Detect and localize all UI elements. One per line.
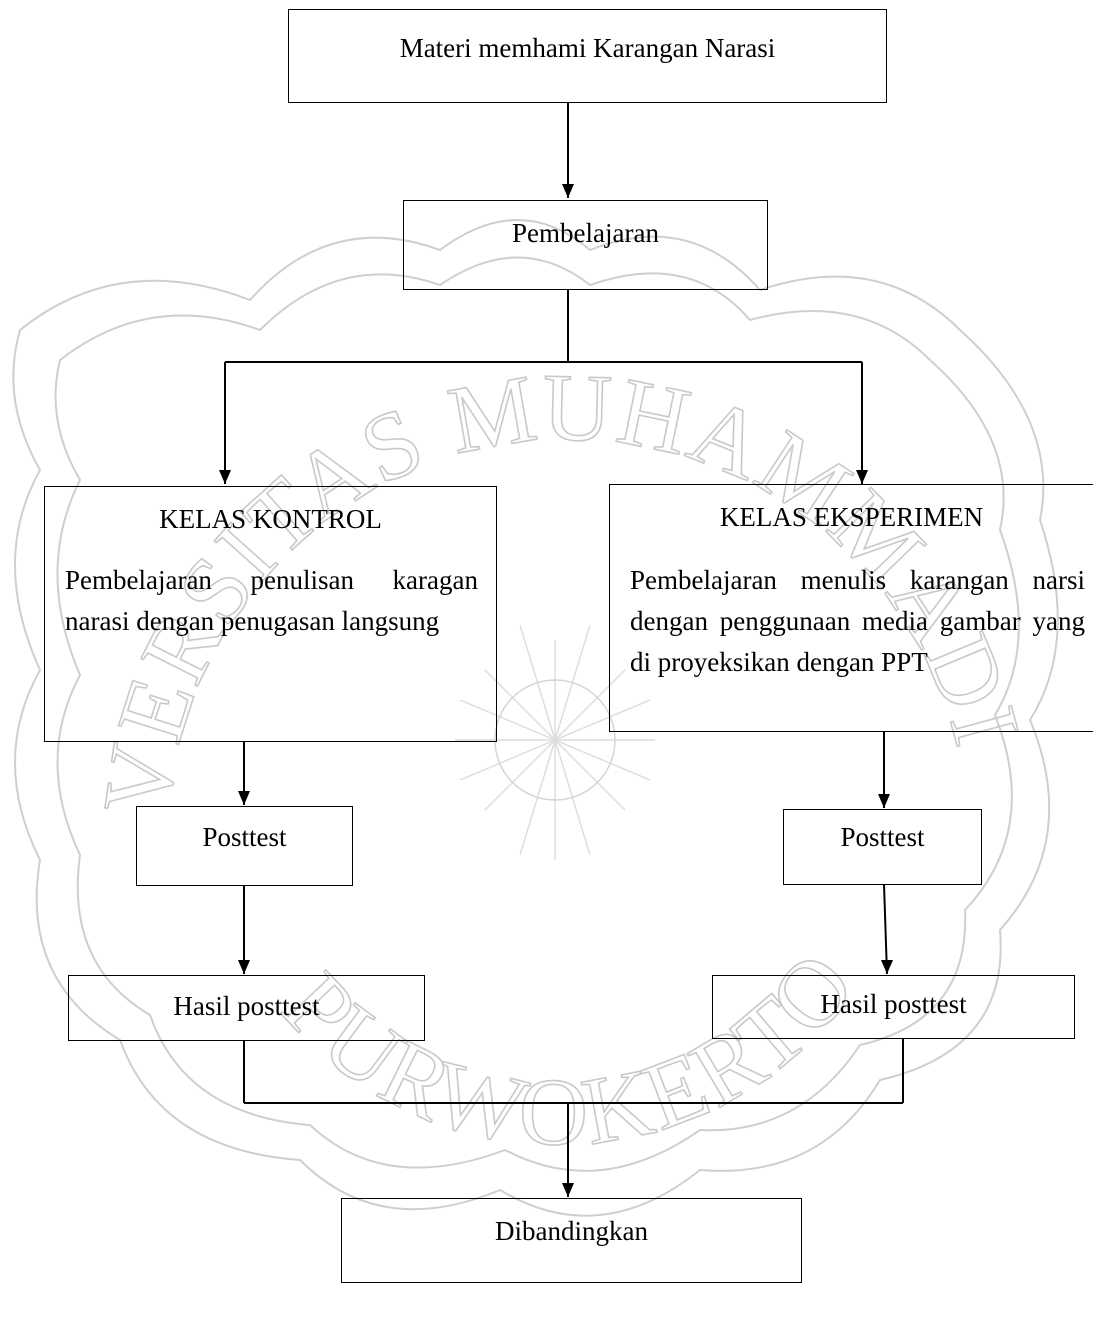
posttest-left-label: Posttest [202, 822, 287, 852]
dibandingkan-label: Dibandingkan [495, 1216, 648, 1246]
dibandingkan-box: Dibandingkan [341, 1198, 802, 1283]
kelas-kontrol-box: KELAS KONTROL Pembelajaran penulisan kar… [44, 486, 497, 742]
kelas-eksperimen-box: KELAS EKSPERIMEN Pembelajaran menulis ka… [609, 484, 1093, 732]
hasil-posttest-left-label: Hasil posttest [173, 991, 320, 1021]
pembelajaran-label: Pembelajaran [512, 218, 659, 248]
posttest-right-label: Posttest [840, 822, 925, 852]
kelas-kontrol-description: Pembelajaran penulisan karagan narasi de… [65, 565, 478, 636]
materi-label: Materi memhami Karangan Narasi [399, 33, 776, 63]
pembelajaran-box: Pembelajaran [403, 200, 768, 290]
hasil-posttest-left-box: Hasil posttest [68, 975, 425, 1041]
materi-box: Materi memhami Karangan Narasi [288, 9, 887, 103]
arrow-posttest-to-hasil-right [883, 883, 888, 975]
hasil-posttest-right-box: Hasil posttest [712, 975, 1075, 1039]
posttest-left-box: Posttest [136, 806, 353, 886]
kelas-kontrol-title: KELAS KONTROL [159, 504, 382, 534]
hasil-posttest-right-label: Hasil posttest [820, 989, 967, 1019]
kelas-eksperimen-description: Pembelajaran menulis karangan narsi deng… [630, 565, 1085, 677]
kelas-eksperimen-title: KELAS EKSPERIMEN [719, 502, 984, 532]
posttest-right-box: Posttest [783, 809, 982, 885]
